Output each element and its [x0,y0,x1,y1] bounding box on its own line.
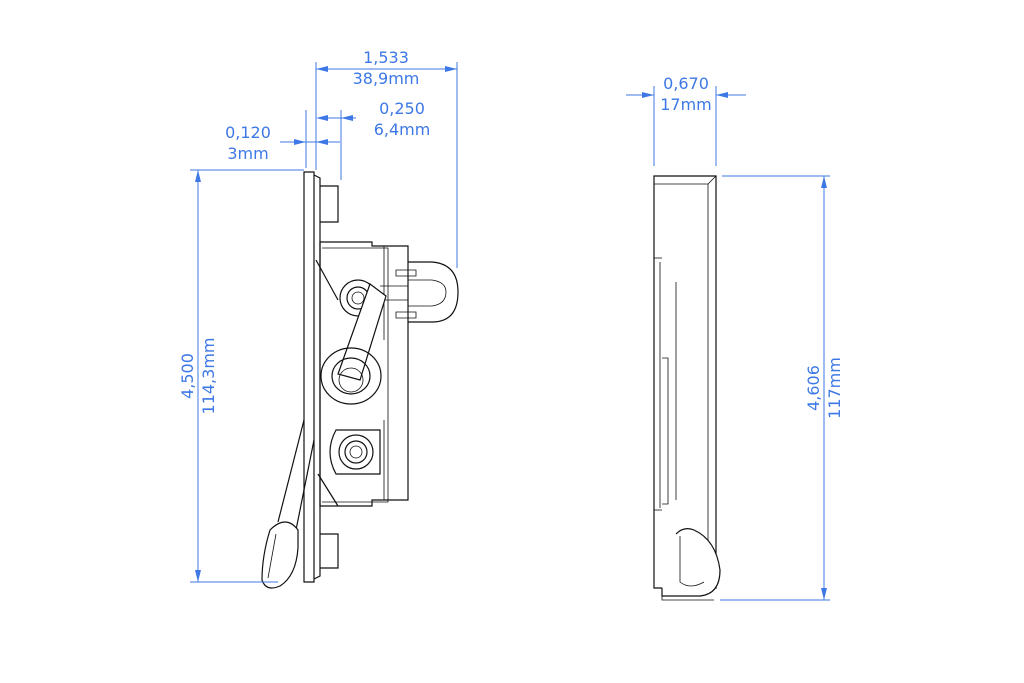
front-width-inch: 0,670 [663,74,709,93]
housing-depth-mm: 6,4mm [374,120,431,139]
front-view-dimensions: 0,670 17mm 4,606 117mm [626,74,844,601]
overall-depth-mm: 38,9mm [353,69,420,88]
side-view-dimensions: 1,533 38,9mm 0,250 6,4mm 0,120 3mm 4,500… [178,48,458,583]
plate-thickness-mm: 3mm [227,144,268,163]
front-height-inch: 4,606 [804,365,823,411]
plate-height-inch: 4,500 [178,353,197,399]
front-height-mm: 117mm [825,357,844,419]
housing-depth-inch: 0,250 [379,99,425,118]
side-view [261,171,459,589]
front-view [653,175,721,601]
overall-depth-inch: 1,533 [363,48,409,67]
plate-height-mm: 114,3mm [199,338,218,415]
plate-thickness-inch: 0,120 [225,123,271,142]
front-width-mm: 17mm [660,95,712,114]
